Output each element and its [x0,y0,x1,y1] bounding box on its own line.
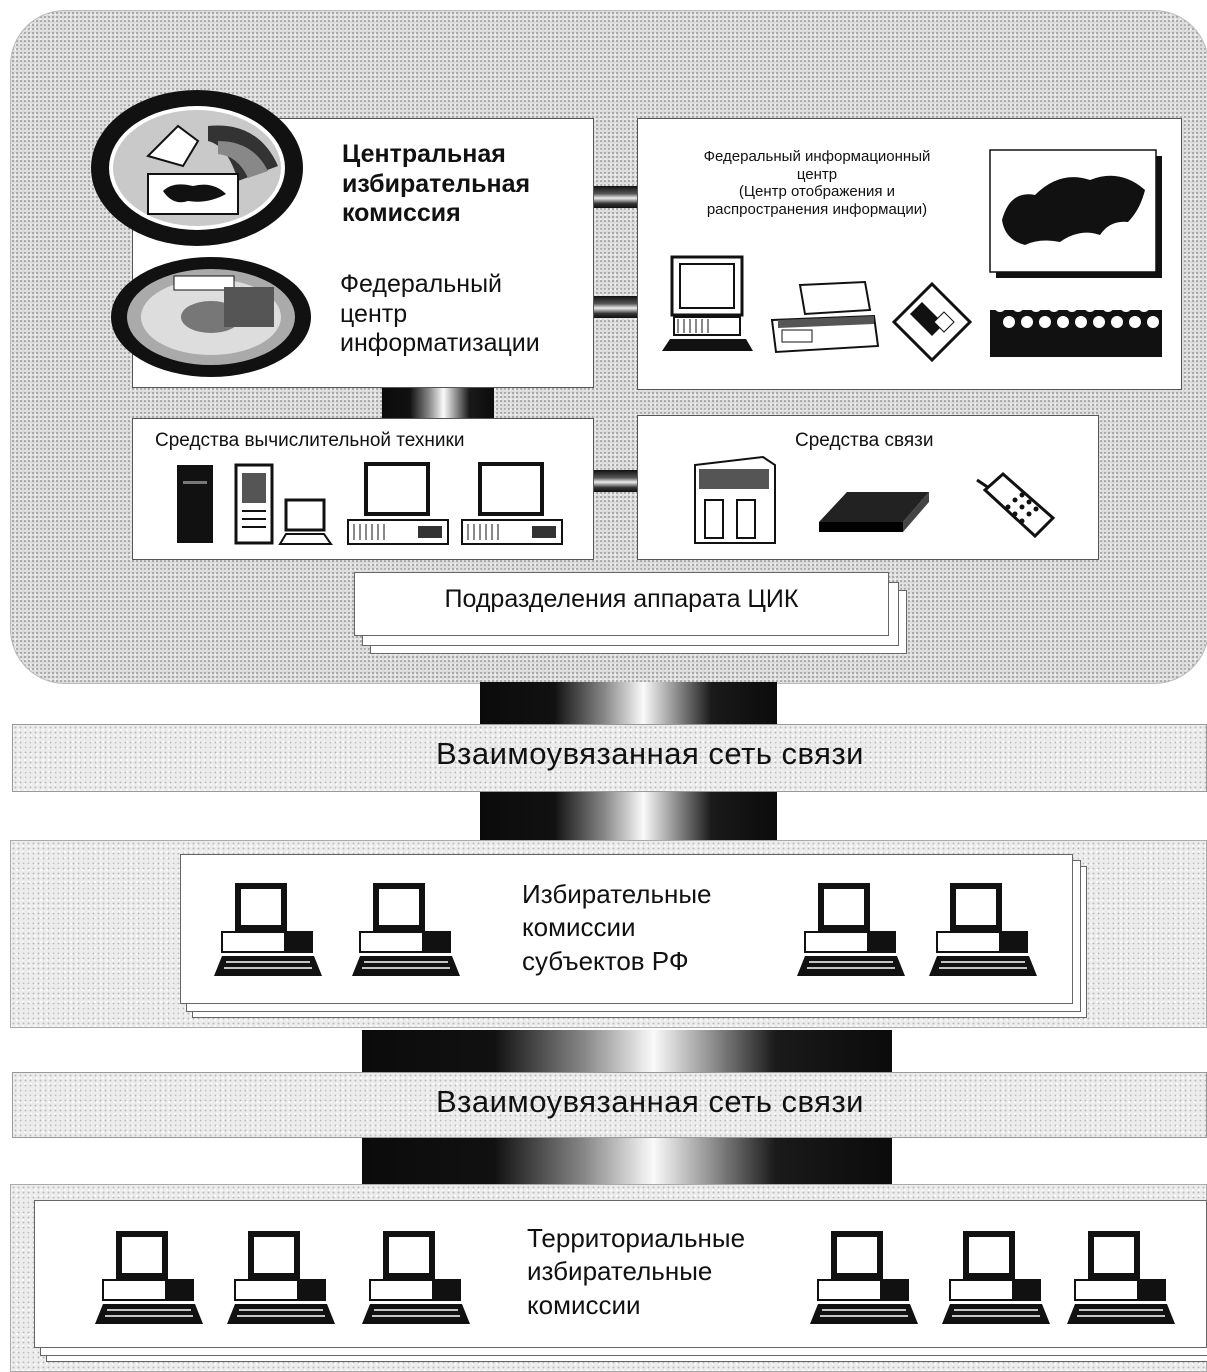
connector-computing-communication [594,470,637,492]
server-tower-icon [175,463,215,545]
desktop-computer-icon [212,883,324,978]
computing-title: Средства вычислительной техники [155,430,465,451]
regional-box [180,854,1073,1004]
desktop-computer-icon [93,1231,205,1326]
network2-band [12,1072,1207,1138]
connector-cik-fic-1 [594,186,637,208]
floppy-disk-icon [891,281,973,363]
russia-map-icon [989,149,1162,278]
desktop-computer-icon [225,1231,337,1326]
network1-band [12,724,1207,792]
printer-icon [770,280,880,355]
regional-label: Избирательные комиссии субъектов РФ [522,879,712,976]
desktop-computer-icon [927,883,1039,978]
connector-network1-regional [480,792,777,840]
connector-network2-territorial [362,1138,892,1184]
communication-title: Средства связи [795,430,934,451]
network1-label: Взаимоувязанная сеть связи [435,736,864,771]
modem-icon [817,488,932,534]
connector-cik-computing [382,388,494,418]
desktop-computer-icon [795,883,907,978]
fci-title: Федеральный центр информатизации [340,270,540,357]
desktop-computer-icon [278,498,333,546]
network2-label: Взаимоувязанная сеть связи [435,1084,864,1119]
connector-regional-network2 [362,1030,892,1072]
desktop-computer-icon [460,462,565,547]
desktop-computer-icon [350,883,462,978]
server-tower-icon [234,463,274,545]
fic-title: Федеральный информационный центр (Центр … [703,148,931,219]
cik-emblem [88,86,306,251]
apparatus-label: Подразделения аппарата ЦИК [444,585,799,613]
audience-icon [990,292,1162,357]
desktop-computer-icon [1065,1231,1177,1326]
fci-emblem [104,252,318,382]
desktop-computer-icon [360,1231,472,1326]
connector-cik-fic-2 [594,296,637,318]
crt-monitor-icon [660,255,755,355]
desktop-computer-icon [940,1231,1052,1326]
switch-cabinet-icon [693,455,778,545]
desktop-computer-icon [808,1231,920,1326]
apparatus-box [354,572,889,636]
mobile-phone-icon [975,470,1057,540]
territorial-label: Территориальные избирательные комиссии [527,1223,746,1320]
connector-cik-network1 [480,682,777,724]
desktop-computer-icon [346,462,451,547]
cik-title: Центральная избирательная комиссия [342,140,531,227]
